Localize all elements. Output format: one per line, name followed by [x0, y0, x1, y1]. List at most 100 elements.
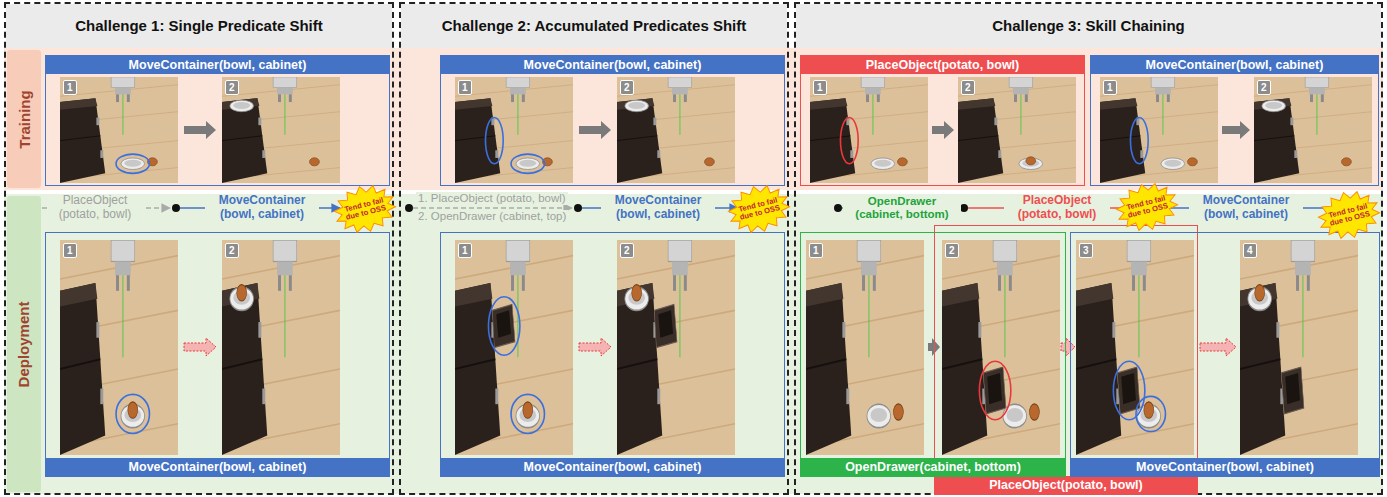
- skill-box: MoveContainer(bowl, cabinet): [440, 55, 785, 186]
- training-band: [4, 48, 1383, 190]
- scene-frame: [455, 240, 573, 455]
- skill-box: MoveContainer(bowl, cabinet): [45, 55, 390, 186]
- frame-badge: 2: [225, 80, 239, 95]
- label-patch: PlaceObject (potato, bowl): [1004, 194, 1110, 222]
- callout-number: 1: [67, 244, 73, 257]
- frame-badge: 1: [63, 80, 77, 95]
- scene-frame: [1100, 77, 1218, 183]
- callout-number: 1: [817, 81, 823, 94]
- title-bar: Challenge 3: Skill Chaining: [796, 4, 1381, 48]
- failure-starburst: Tend to fail due to OSS: [723, 179, 794, 239]
- skill-plan-label: 2. OpenDrawer (cabinet, top): [418, 210, 566, 223]
- frame-badge: 1: [1103, 80, 1117, 95]
- failure-starburst: Tend to fail due to OSS: [1111, 177, 1182, 237]
- skill-box: OpenDrawer(cabinet, bottom): [800, 232, 1066, 477]
- skill-name: MoveContainer(bowl, cabinet): [1136, 458, 1314, 476]
- band-label: Deployment: [16, 301, 33, 387]
- skill-plan-label: OpenDrawer (cabinet, bottom): [845, 195, 959, 221]
- frame-badge: 1: [458, 243, 472, 258]
- skill-name: PlaceObject(potato, bowl): [866, 56, 1020, 74]
- skill-header: MoveContainer(bowl, cabinet): [1091, 56, 1378, 74]
- failure-arrows: [184, 338, 1236, 356]
- scene-frame: [617, 240, 735, 455]
- phase-band: Training: [7, 50, 41, 188]
- skill-header: PlaceObject(potato, bowl): [935, 476, 1197, 494]
- skill-plan-label: 1. PlaceObject (potato, bowl): [418, 192, 566, 205]
- skill-box: MoveContainer(bowl, cabinet): [1070, 232, 1380, 477]
- panel-title: Challenge 2: Accumulated Predicates Shif…: [442, 17, 747, 35]
- frame-badge: 4: [1243, 243, 1257, 258]
- starburst-outline: [1314, 185, 1384, 244]
- frame-badge: 1: [458, 80, 472, 95]
- skill-header: MoveContainer(bowl, cabinet): [441, 458, 784, 476]
- label-patch: MoveContainer (bowl, cabinet): [1189, 194, 1303, 222]
- scene-frame: [60, 240, 178, 455]
- label-patch: OpenDrawer (cabinet, bottom): [843, 195, 961, 221]
- starburst-outline: [1112, 177, 1182, 236]
- frame-badge: 2: [620, 243, 634, 258]
- skill-plan-label: MoveContainer (bowl, cabinet): [603, 194, 713, 222]
- scene-frame: [60, 77, 178, 183]
- skill-plan-label: PlaceObject (potato, bowl): [1006, 194, 1108, 222]
- skill-box: PlaceObject(potato, bowl): [800, 55, 1085, 186]
- skill-header: PlaceObject(potato, bowl): [801, 56, 1084, 74]
- callout-number: 2: [229, 244, 235, 257]
- scene-frame: [617, 77, 735, 183]
- frame-badge: 2: [945, 243, 959, 258]
- label-patch: MoveContainer (bowl, cabinet): [205, 194, 319, 222]
- skill-header: OpenDrawer(cabinet, bottom): [801, 458, 1065, 476]
- title-bar: Challenge 2: Accumulated Predicates Shif…: [401, 4, 787, 48]
- band-label: Training: [16, 90, 33, 148]
- deployment-band: [4, 194, 1383, 494]
- title-bar: Challenge 1: Single Predicate Shift: [6, 4, 392, 48]
- callout-number: 1: [67, 81, 73, 94]
- scene-frame: [455, 77, 573, 183]
- skill-box: PlaceObject(potato, bowl): [934, 225, 1198, 495]
- scene-frame: [806, 240, 924, 455]
- callout-number: 2: [965, 81, 971, 94]
- scene-frame: [1076, 240, 1194, 455]
- scene-frame: [942, 240, 1060, 455]
- skill-header: MoveContainer(bowl, cabinet): [1071, 458, 1379, 476]
- frame-badge: 1: [63, 243, 77, 258]
- callout-number: 2: [1261, 81, 1267, 94]
- callout-number: 2: [949, 244, 955, 257]
- skill-name: PlaceObject(potato, bowl): [989, 476, 1143, 494]
- skill-header: MoveContainer(bowl, cabinet): [441, 56, 784, 74]
- scene-frame: [222, 240, 340, 455]
- scene-frame: [1240, 240, 1358, 455]
- skill-name: MoveContainer(bowl, cabinet): [524, 458, 702, 476]
- callout-number: 1: [462, 244, 468, 257]
- skill-name: MoveContainer(bowl, cabinet): [1146, 56, 1324, 74]
- skill-header: MoveContainer(bowl, cabinet): [46, 458, 389, 476]
- skill-name: MoveContainer(bowl, cabinet): [129, 56, 307, 74]
- failure-starburst: Tend to fail due to OSS: [1313, 185, 1384, 245]
- callout-number: 2: [229, 81, 235, 94]
- label-patch: 1. PlaceObject (potato, bowl): [416, 192, 568, 205]
- skill-plan-label: MoveContainer (bowl, cabinet): [207, 194, 317, 222]
- skill-box: MoveContainer(bowl, cabinet): [440, 232, 785, 477]
- failure-starburst: Tend to fail due to OSS: [329, 179, 400, 239]
- skill-name: OpenDrawer(cabinet, bottom): [845, 458, 1021, 476]
- scene-frame: [222, 77, 340, 183]
- frame-badge: 1: [813, 80, 827, 95]
- label-patch: MoveContainer (bowl, cabinet): [601, 194, 715, 222]
- callout-number: 1: [813, 244, 819, 257]
- callout-number: 4: [1247, 244, 1253, 257]
- frame-badge: 3: [1079, 243, 1093, 258]
- skill-box: MoveContainer(bowl, cabinet): [45, 232, 390, 477]
- callout-number: 2: [624, 81, 630, 94]
- label-patch: PlaceObject (potato, bowl): [47, 194, 143, 222]
- starburst-outline: [330, 179, 400, 238]
- scene-frame: [810, 77, 928, 183]
- skill-plan-label: PlaceObject (potato, bowl): [49, 194, 141, 222]
- frame-badge: 1: [809, 243, 823, 258]
- panel-title: Challenge 3: Skill Chaining: [992, 17, 1185, 35]
- skill-name: MoveContainer(bowl, cabinet): [524, 56, 702, 74]
- callout-number: 1: [1107, 81, 1113, 94]
- label-patch: 2. OpenDrawer (cabinet, top): [416, 210, 568, 223]
- panel-title: Challenge 1: Single Predicate Shift: [75, 17, 323, 35]
- scene-frame: [1254, 77, 1372, 183]
